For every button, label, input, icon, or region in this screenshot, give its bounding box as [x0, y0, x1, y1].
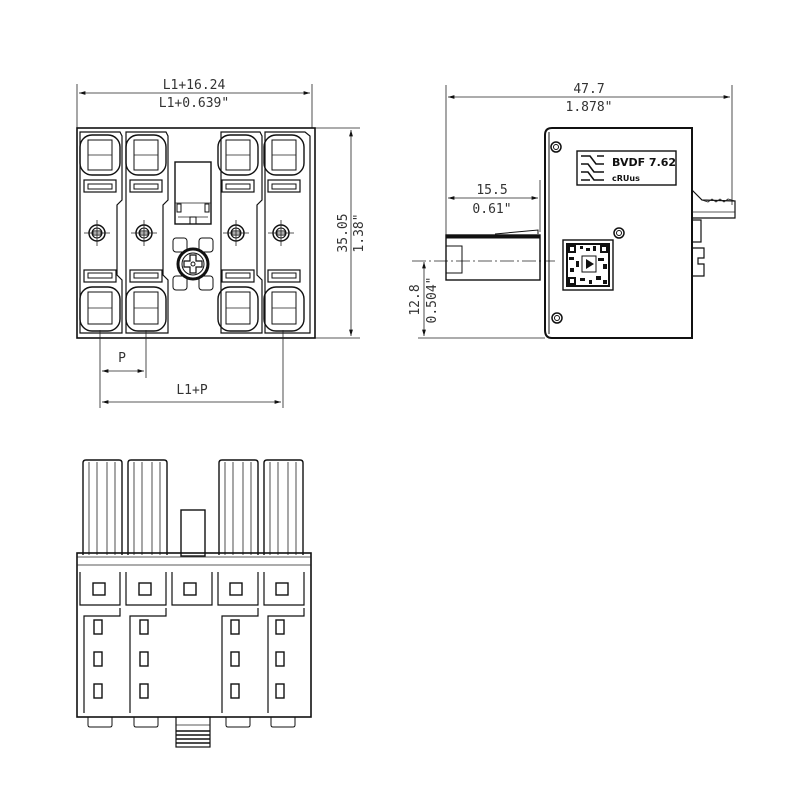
- lower-columns: [83, 608, 305, 713]
- length-dim-in: 1.878": [566, 100, 613, 115]
- pin-depth-mm: 15.5: [476, 183, 507, 198]
- span-label: L1+P: [176, 383, 207, 398]
- pin-depth-in: 0.61": [472, 202, 511, 217]
- weidmueller-logo-icon: [581, 155, 604, 181]
- length-dim-mm: 47.7: [573, 82, 604, 97]
- width-dim-mm: L1+16.24: [163, 78, 226, 93]
- product-label: BVDF 7.62: [612, 156, 676, 169]
- pin-height-mm: 12.8: [408, 284, 423, 315]
- center-latch: [172, 161, 214, 291]
- cert-mark: cRUus: [612, 174, 640, 183]
- side-view: 47.7 1.878" 15.5 0.61" 12.8 0.504" BVDF: [408, 82, 736, 339]
- height-dim-in: 1.38": [352, 213, 367, 252]
- screw-row: [84, 220, 294, 246]
- front-view: L1+16.24 L1+0.639" 35.05 1.38": [76, 78, 367, 408]
- width-dim-in: L1+0.639": [159, 96, 229, 111]
- feet: [87, 717, 296, 728]
- pitch-label: P: [118, 351, 126, 366]
- top-view: [76, 459, 312, 748]
- slots: [93, 619, 285, 699]
- product-label-box: BVDF 7.62 cRUus: [576, 150, 677, 186]
- height-dim-mm: 35.05: [336, 213, 351, 252]
- pin-height-in: 0.504": [425, 277, 440, 324]
- pole-columns: [79, 131, 311, 334]
- qr-code-icon: [562, 239, 614, 291]
- upper-cells: [79, 572, 305, 606]
- coding-pin: [175, 716, 211, 748]
- top-wire-entries: [79, 134, 305, 193]
- pole-caps: [82, 459, 304, 557]
